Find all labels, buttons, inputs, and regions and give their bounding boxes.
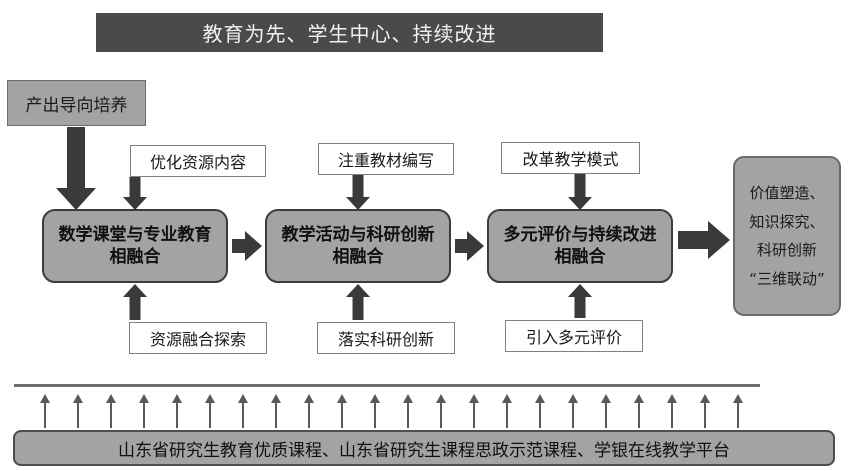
outcome-line-2: 知识探究、 xyxy=(749,212,825,231)
support-arrow-11 xyxy=(370,394,380,428)
outcome-box: 价值塑造、 知识探究、 科研创新 “三维联动” xyxy=(733,156,841,316)
main-process-box-2: 教学活动与科研创新 相融合 xyxy=(265,209,451,283)
top-input-box-3: 改革教学模式 xyxy=(501,142,640,174)
arrow-bottom-input-1-up xyxy=(123,284,147,320)
title-banner: 教育为先、学生中心、持续改进 xyxy=(96,13,603,52)
support-arrow-18 xyxy=(601,394,611,428)
support-arrow-10 xyxy=(337,394,347,428)
support-arrow-7 xyxy=(238,394,248,428)
support-platform-label: 山东省研究生教育优质课程、山东省研究生课程思政示范课程、学银在线教学平台 xyxy=(118,440,730,461)
top-input-label-3: 改革教学模式 xyxy=(522,150,619,169)
top-input-box-1: 优化资源内容 xyxy=(130,145,266,177)
origin-box: 产出导向培养 xyxy=(7,80,146,126)
bottom-input-box-2: 落实科研创新 xyxy=(317,322,455,354)
top-input-label-1: 优化资源内容 xyxy=(149,153,246,172)
arrow-box3-to-outcome xyxy=(678,221,730,259)
outcome-line-4: “三维联动” xyxy=(749,269,825,288)
support-arrow-15 xyxy=(502,394,512,428)
support-arrow-4 xyxy=(139,394,149,428)
bottom-input-label-2: 落实科研创新 xyxy=(337,330,434,349)
arrow-origin-to-box1 xyxy=(56,127,96,210)
bottom-input-label-3: 引入多元评价 xyxy=(525,328,622,347)
support-arrow-13 xyxy=(436,394,446,428)
support-arrow-5 xyxy=(172,394,182,428)
bottom-input-box-3: 引入多元评价 xyxy=(505,320,643,352)
support-platform-bar: 山东省研究生教育优质课程、山东省研究生课程思政示范课程、学银在线教学平台 xyxy=(13,430,835,466)
origin-box-label: 产出导向培养 xyxy=(25,95,128,116)
arrow-box2-to-box3 xyxy=(455,231,484,261)
arrow-box1-to-box2 xyxy=(232,231,262,261)
top-input-box-2: 注重教材编写 xyxy=(318,143,454,175)
support-arrow-17 xyxy=(568,394,578,428)
outcome-line-1: 价值塑造、 xyxy=(749,184,825,202)
arrow-bottom-input-3-up xyxy=(568,284,592,318)
support-arrow-2 xyxy=(73,394,83,428)
main-process-label-3: 多元评价与持续改进 相融合 xyxy=(503,224,657,267)
main-process-box-1: 数学课堂与专业教育 相融合 xyxy=(42,209,228,283)
support-arrow-22 xyxy=(733,394,743,428)
arrow-top-input-3-down xyxy=(568,174,592,210)
bottom-input-label-1: 资源融合探索 xyxy=(149,330,246,349)
support-arrow-20 xyxy=(667,394,677,428)
support-arrow-3 xyxy=(106,394,116,428)
main-process-label-2: 教学活动与科研创新 相融合 xyxy=(281,224,435,267)
arrow-bottom-input-2-up xyxy=(346,284,370,320)
support-arrow-16 xyxy=(535,394,545,428)
bottom-input-box-1: 资源融合探索 xyxy=(129,322,267,354)
support-arrow-12 xyxy=(403,394,413,428)
title-banner-text: 教育为先、学生中心、持续改进 xyxy=(202,22,497,46)
arrow-top-input-1-down xyxy=(123,177,147,210)
base-divider-line xyxy=(14,384,760,387)
support-arrow-8 xyxy=(271,394,281,428)
support-arrow-21 xyxy=(700,394,710,428)
top-input-label-2: 注重教材编写 xyxy=(337,151,434,170)
main-process-label-1: 数学课堂与专业教育 相融合 xyxy=(58,224,212,267)
support-arrow-9 xyxy=(304,394,314,428)
arrow-top-input-2-down xyxy=(346,175,370,210)
support-arrow-14 xyxy=(469,394,479,428)
support-arrow-19 xyxy=(634,394,644,428)
support-arrow-1 xyxy=(40,394,50,428)
support-arrow-6 xyxy=(205,394,215,428)
main-process-box-3: 多元评价与持续改进 相融合 xyxy=(487,209,673,283)
outcome-line-3: 科研创新 xyxy=(756,241,817,259)
